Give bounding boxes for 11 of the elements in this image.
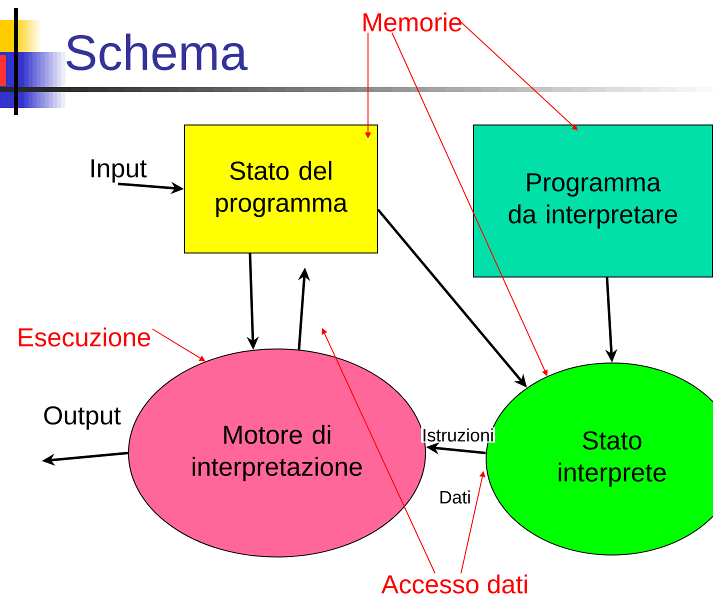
text-label: Accesso dati (381, 574, 527, 594)
title: Schema (66, 34, 248, 70)
text-label: Dati (440, 490, 470, 504)
edge-label: Istruzioni (421, 427, 496, 443)
process-box: Stato del programma (184, 124, 378, 254)
text-label: Esecuzione (18, 327, 150, 347)
text-label: Memorie (364, 12, 462, 32)
text-label: Input (92, 159, 147, 183)
leader-line (455, 16, 578, 130)
process-box: Programma da interpretare (473, 124, 713, 278)
text-label: Output (44, 406, 121, 430)
